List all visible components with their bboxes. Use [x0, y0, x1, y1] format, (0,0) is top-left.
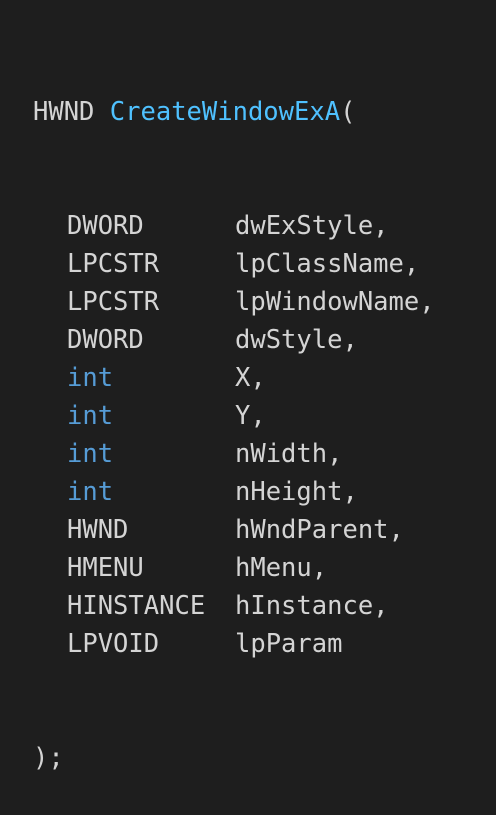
param-line: DWORD dwExStyle,: [33, 207, 496, 245]
param-line: int nWidth,: [33, 435, 496, 473]
param-name: dwExStyle,: [235, 211, 389, 241]
param-type: LPVOID: [67, 629, 160, 659]
param-type: LPCSTR: [67, 249, 160, 279]
param-line: int X,: [33, 359, 496, 397]
param-line: LPVOID lpParam: [33, 625, 496, 663]
open-paren: (: [340, 97, 356, 127]
param-line: LPCSTR lpWindowName,: [33, 283, 496, 321]
return-type: HWND: [33, 97, 95, 127]
param-line: int Y,: [33, 397, 496, 435]
param-type: HWND: [67, 515, 129, 545]
param-line: int nHeight,: [33, 473, 496, 511]
code-block: HWND CreateWindowExA( DWORD dwExStyle, LPC…: [33, 93, 496, 773]
signature-line: HWND CreateWindowExA(: [33, 93, 496, 131]
close-paren: );: [33, 743, 64, 773]
param-line: LPCSTR lpClassName,: [33, 245, 496, 283]
function-name: CreateWindowExA: [109, 97, 341, 127]
param-type: int: [67, 477, 114, 507]
param-name: dwStyle,: [235, 325, 358, 355]
param-line: HWND hWndParent,: [33, 511, 496, 549]
parameter-list: DWORD dwExStyle, LPCSTR lpClassName, LPCSTR l…: [33, 207, 496, 663]
param-name: Y,: [235, 401, 266, 431]
param-line: HINSTANCE hInstance,: [33, 587, 496, 625]
param-name: X,: [235, 363, 266, 393]
param-name: lpWindowName,: [235, 287, 435, 317]
param-name: hWndParent,: [235, 515, 404, 545]
param-type: int: [67, 363, 114, 393]
param-type: int: [67, 439, 114, 469]
param-name: nWidth,: [235, 439, 343, 469]
param-type: LPCSTR: [67, 287, 160, 317]
param-name: lpParam: [235, 629, 343, 659]
param-type: DWORD: [67, 325, 144, 355]
param-name: hInstance,: [235, 591, 389, 621]
closing-line: );: [33, 739, 496, 777]
param-type: HINSTANCE: [67, 591, 206, 621]
param-type: HMENU: [67, 553, 144, 583]
param-type: int: [67, 401, 114, 431]
param-name: lpClassName,: [235, 249, 420, 279]
param-line: DWORD dwStyle,: [33, 321, 496, 359]
param-type: DWORD: [67, 211, 144, 241]
param-name: nHeight,: [235, 477, 358, 507]
